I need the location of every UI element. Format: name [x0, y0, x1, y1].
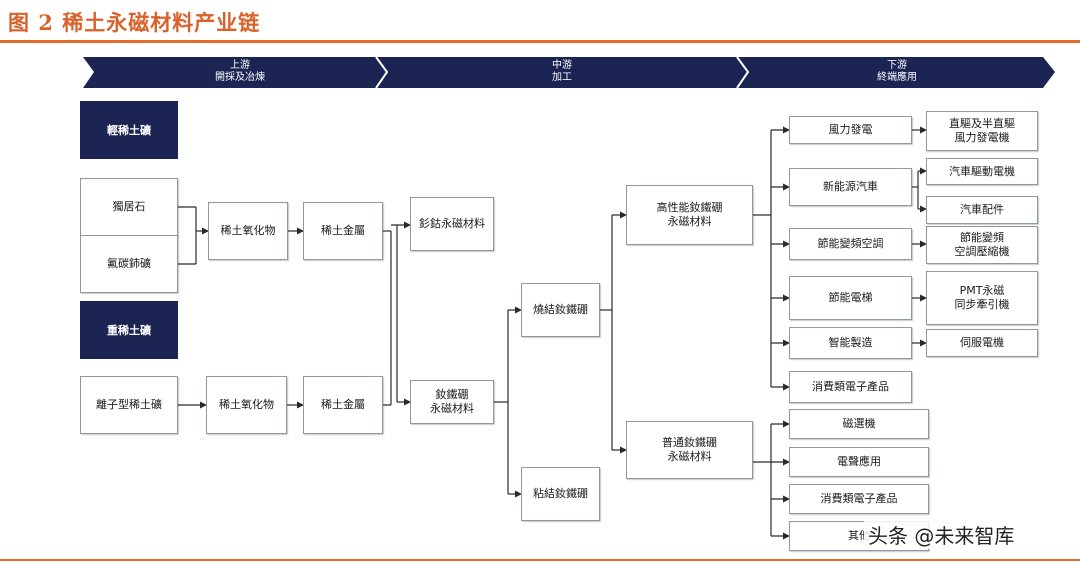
node-high-perf-ndfeb: 高性能釹鐵硼 永磁材料 [626, 185, 753, 245]
node-bonded-ndfeb: 粘結釹鐵硼 [521, 467, 600, 521]
node-sintered-ndfeb: 燒結釹鐵硼 [521, 283, 600, 337]
node-metal-light: 稀土金屬 [303, 202, 383, 260]
node-elevator: 節能電梯 [789, 276, 912, 320]
node-normal-ndfeb: 普通釹鐵硼 永磁材料 [626, 421, 753, 479]
bottom-rule [0, 559, 1080, 561]
node-inverter-ac: 節能變頻空調 [789, 228, 912, 260]
stage-arrow-upstream [83, 57, 387, 88]
node-monazite: 獨居石 [80, 178, 178, 236]
node-consumer-electronics-2: 消費類電子產品 [789, 484, 929, 514]
node-ionic-ore: 離子型稀土礦 [80, 376, 178, 434]
figure-title: 图 2 稀土永磁材料产业链 [8, 10, 261, 35]
node-ndfeb-magnet: 釹鐵硼 永磁材料 [410, 380, 494, 424]
node-bastnaesite: 氟碳鈰礦 [80, 235, 178, 293]
stage-label-downstream: 下游 終端應用 [877, 60, 917, 83]
node-oxide-heavy: 稀土氧化物 [206, 376, 287, 434]
node-nev: 新能源汽車 [789, 168, 912, 206]
title-rule [0, 40, 1080, 43]
node-consumer-electronics-1: 消費類電子產品 [789, 371, 912, 403]
node-oxide-light: 稀土氧化物 [208, 202, 288, 260]
node-direct-drive-generator: 直驅及半直驅 風力發電機 [926, 111, 1038, 151]
node-electroacoustic: 電聲應用 [789, 447, 929, 477]
category-heavy-ore: 重稀土礦 [80, 301, 178, 359]
watermark: 头条 @未来智库 [864, 520, 1019, 549]
node-smco-magnet: 釤鈷永磁材料 [410, 197, 494, 251]
node-auto-parts: 汽車配件 [926, 196, 1038, 224]
node-servo-motor: 伺服電機 [926, 329, 1038, 357]
stage-arrow-midstream [376, 57, 748, 88]
node-magnetic-separator: 磁選機 [789, 409, 929, 439]
node-ac-compressor: 節能變頻 空調壓縮機 [926, 226, 1038, 264]
node-traction-machine: PMT永磁 同步牽引機 [926, 271, 1038, 325]
category-light-ore: 輕稀土礦 [80, 101, 178, 159]
node-smart-manufacturing: 智能製造 [789, 327, 912, 359]
stage-arrow-downstream [737, 57, 1055, 88]
node-wind-power: 風力發電 [789, 116, 912, 144]
stage-label-midstream: 中游 加工 [552, 60, 572, 83]
node-metal-heavy: 稀土金屬 [303, 376, 383, 434]
stage-label-upstream: 上游 開採及冶煉 [215, 60, 265, 83]
node-drive-motor: 汽車驅動電機 [926, 158, 1038, 185]
